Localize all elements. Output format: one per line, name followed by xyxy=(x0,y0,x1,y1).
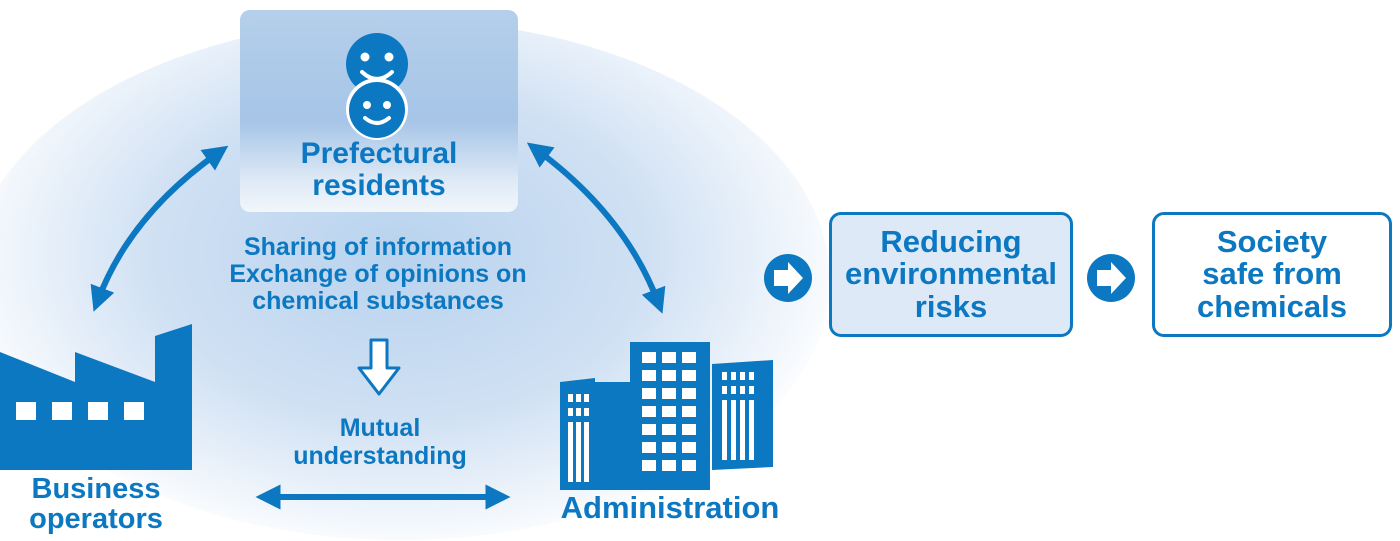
office-buildings-icon xyxy=(560,342,773,490)
safe-society-label: Society safe from chemicals xyxy=(1197,223,1347,324)
safe-society-box: Society safe from chemicals xyxy=(1152,212,1392,337)
relationship-arrows xyxy=(90,142,666,510)
residents-label: Prefectural residents xyxy=(300,137,458,202)
arrow-residents-business xyxy=(90,145,229,312)
arrow-circle-icon xyxy=(1087,254,1135,302)
business-operators-label: Business operators xyxy=(29,473,163,536)
sharing-text: Sharing of information Exchange of opini… xyxy=(229,233,527,315)
arrow-residents-administration xyxy=(526,142,666,314)
arrow-circle-icon xyxy=(764,254,812,302)
down-arrow-icon xyxy=(357,338,401,396)
reducing-risks-box: Reducing environmental risks xyxy=(829,212,1073,337)
factory-icon xyxy=(0,324,192,470)
smiling-faces-icon xyxy=(346,33,408,140)
mutual-understanding-text: Mutual understanding xyxy=(293,414,467,470)
administration-label: Administration xyxy=(560,490,780,525)
reducing-risks-label: Reducing environmental risks xyxy=(845,223,1057,324)
